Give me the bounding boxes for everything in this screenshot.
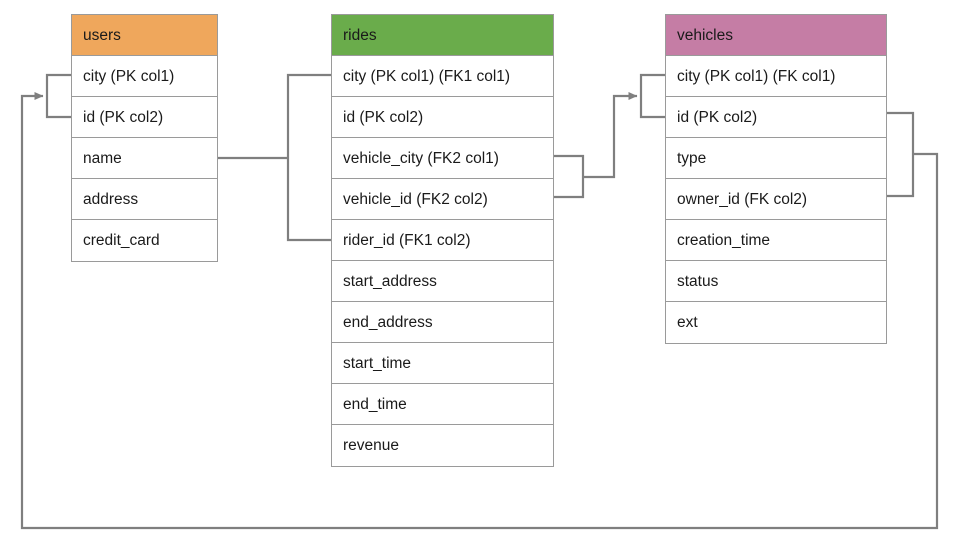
entity-header-vehicles: vehicles [666, 15, 886, 56]
entity-header-users: users [72, 15, 217, 56]
entity-field-row[interactable]: address [72, 179, 217, 220]
entity-field-row[interactable]: creation_time [666, 220, 886, 261]
entity-field-row[interactable]: type [666, 138, 886, 179]
entity-field-row[interactable]: id (PK col2) [666, 97, 886, 138]
entity-field-row[interactable]: status [666, 261, 886, 302]
entity-field-row[interactable]: revenue [332, 425, 553, 466]
connector-vehicles-right-bracket [887, 111, 915, 198]
entity-field-row[interactable]: end_address [332, 302, 553, 343]
entity-field-row[interactable]: city (PK col1) [72, 56, 217, 97]
connector-rides-left-bracket [286, 73, 331, 242]
connector-rides-right-bracket [554, 154, 585, 199]
entity-field-row[interactable]: vehicle_id (FK2 col2) [332, 179, 553, 220]
entity-field-row[interactable]: vehicle_city (FK2 col1) [332, 138, 553, 179]
connector-vehicles-left-bracket [639, 73, 665, 119]
entity-field-row[interactable]: ext [666, 302, 886, 343]
entity-field-row[interactable]: city (PK col1) (FK col1) [666, 56, 886, 97]
entity-field-row[interactable]: id (PK col2) [72, 97, 217, 138]
entity-field-row[interactable]: owner_id (FK col2) [666, 179, 886, 220]
connector-rides-to-vehicles [583, 92, 638, 179]
connector-users-left-bracket [45, 73, 71, 119]
entity-field-row[interactable]: start_time [332, 343, 553, 384]
entity-field-row[interactable]: start_address [332, 261, 553, 302]
entity-field-row[interactable]: id (PK col2) [332, 97, 553, 138]
entity-field-row[interactable]: city (PK col1) (FK1 col1) [332, 56, 553, 97]
entity-field-row[interactable]: credit_card [72, 220, 217, 261]
entity-header-rides: rides [332, 15, 553, 56]
entity-field-row[interactable]: end_time [332, 384, 553, 425]
entity-field-row[interactable]: name [72, 138, 217, 179]
entity-field-row[interactable]: rider_id (FK1 col2) [332, 220, 553, 261]
